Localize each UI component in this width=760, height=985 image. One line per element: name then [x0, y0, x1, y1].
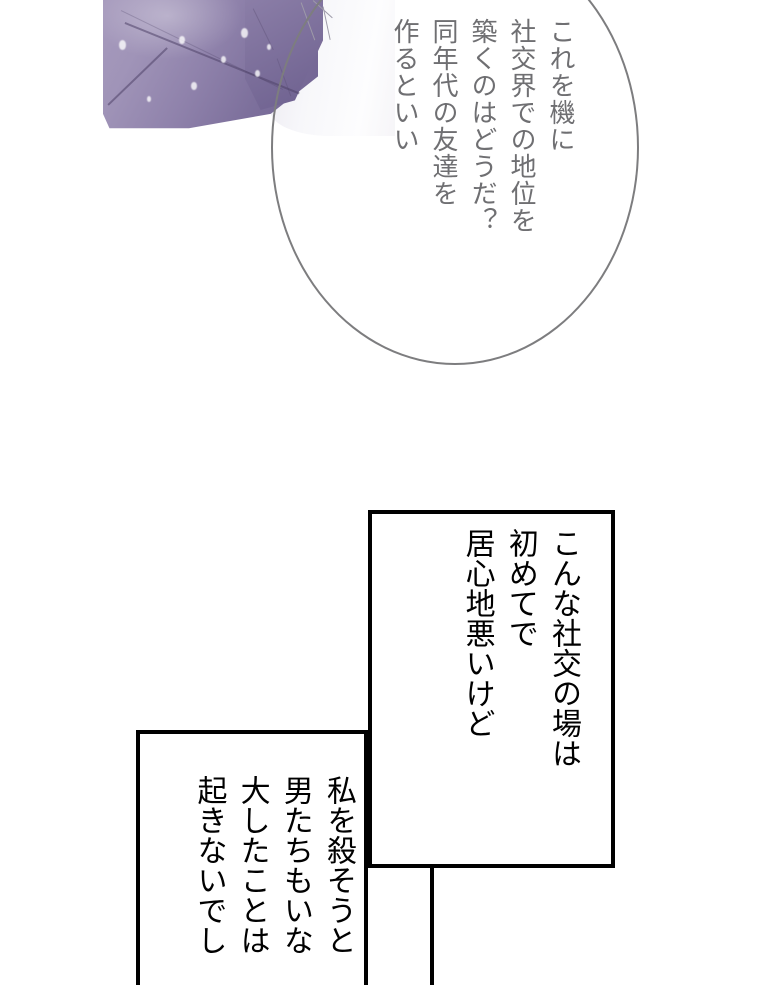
narration-panel-left [136, 730, 368, 985]
narration-panel-left-text: 私を殺そうと 男たちもいな 大したことは 起きないでし [192, 775, 355, 955]
panel-divider-line [430, 864, 434, 985]
sparkle-dot [241, 28, 248, 38]
sparkle-dot [191, 82, 197, 91]
sparkle-dot [267, 44, 271, 50]
sparkle-dot [147, 96, 151, 102]
sparkle-dot [179, 36, 185, 45]
speech-bubble-text: これを機に 社交界での地位を 築くのはどうだ？ 同年代の友達を 作るといい [390, 18, 575, 234]
narration-panel-right [368, 510, 615, 868]
sparkle-dot [255, 70, 260, 77]
sparkle-dot [119, 40, 126, 50]
narration-panel-right-text: こんな社交の場は 初めてで 居心地悪いけど [460, 528, 580, 768]
sparkle-dot [221, 56, 226, 63]
